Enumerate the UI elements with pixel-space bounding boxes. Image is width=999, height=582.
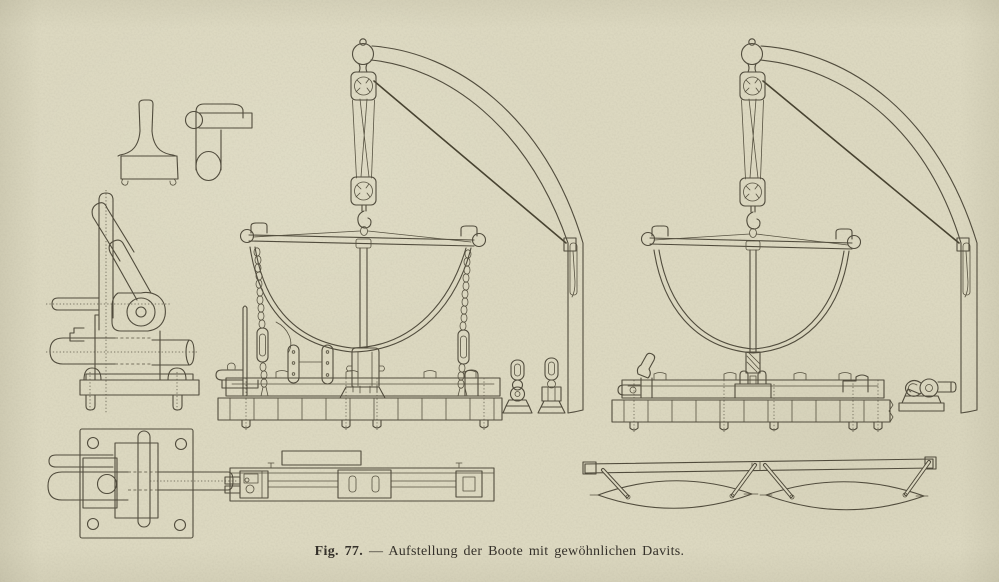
figure-number: Fig. 77. xyxy=(314,544,364,559)
figure-title: — Aufstellung der Boote mit gewöhnlichen… xyxy=(369,544,685,559)
figure-caption: Fig. 77. — Aufstellung der Boote mit gewö… xyxy=(0,544,999,560)
